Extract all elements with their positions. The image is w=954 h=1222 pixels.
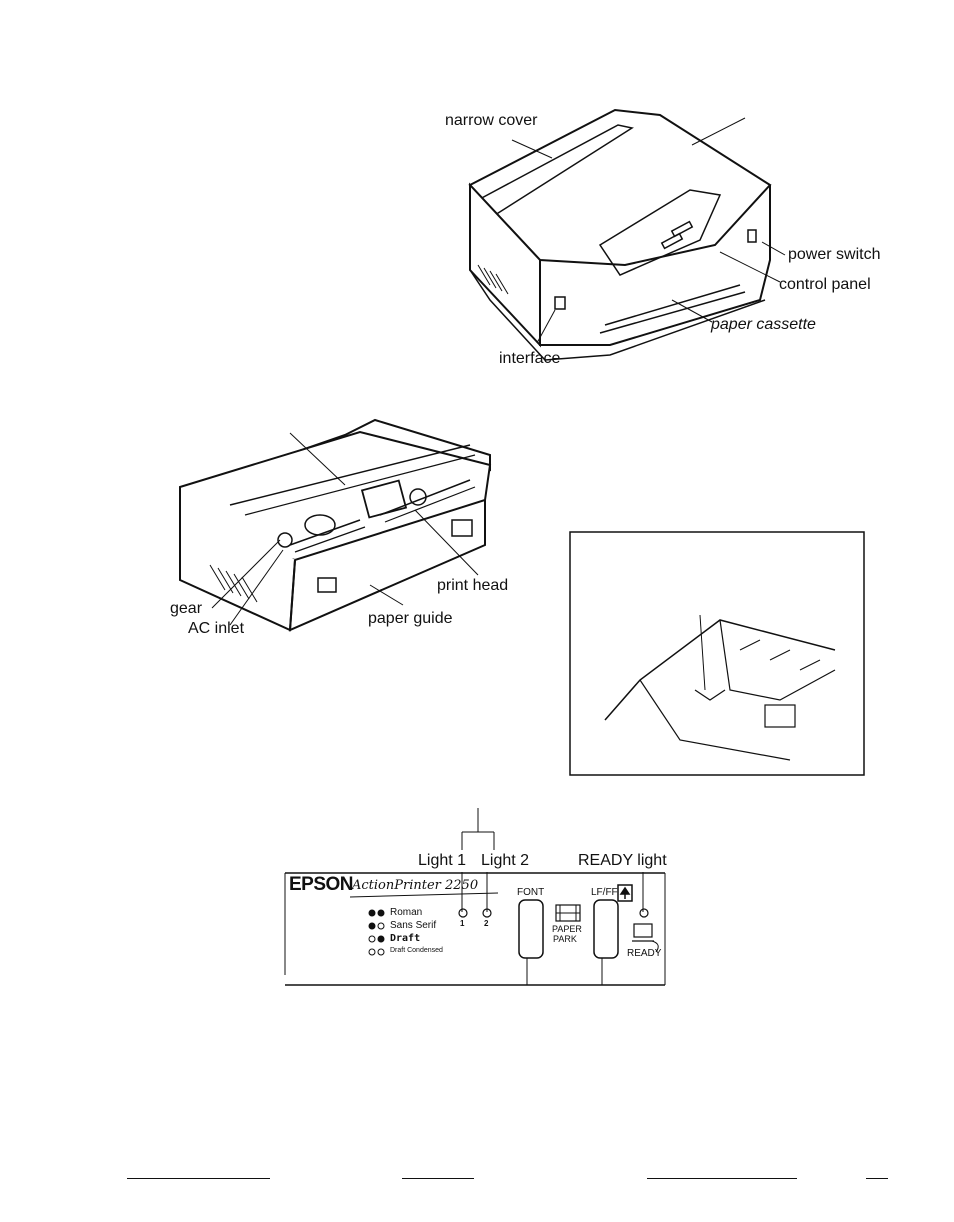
font-sans-serif: Sans Serif — [390, 920, 437, 931]
label-light-1: Light 1 — [418, 852, 467, 869]
middle-printer-illustration — [179, 418, 492, 632]
panel-model: ActionPrinter 2250 — [352, 878, 479, 893]
detail-inset — [569, 531, 865, 776]
font-draft: Draft — [390, 933, 421, 944]
label-print-head: print head — [437, 577, 509, 594]
lfff-button[interactable] — [594, 900, 618, 958]
label-light-2: Light 2 — [481, 852, 530, 869]
light-number-2: 2 — [484, 919, 489, 928]
light-number-1: 1 — [460, 919, 465, 928]
footer-rule-4 — [866, 1178, 888, 1179]
label-interface: interface — [499, 350, 561, 367]
label-power-switch: power switch — [788, 246, 881, 263]
control-panel-leaders — [461, 808, 644, 985]
top-printer-illustration — [468, 108, 786, 361]
paper-park-line-2: PARK — [553, 934, 577, 944]
paper-park-line-1: PAPER — [552, 924, 582, 934]
panel-brand: EPSON — [289, 874, 354, 895]
label-control-panel: control panel — [779, 276, 871, 293]
label-gear: gear — [170, 600, 203, 617]
ready-panel-label: READY — [627, 948, 662, 959]
footer-rule-1 — [127, 1178, 270, 1179]
control-panel-illustration — [284, 872, 666, 986]
font-button-label: FONT — [517, 887, 545, 898]
label-paper-guide: paper guide — [368, 610, 453, 627]
font-roman: Roman — [390, 907, 423, 918]
lfff-button-label: LF/FF — [591, 887, 618, 898]
font-draft-condensed: Draft Condensed — [390, 947, 443, 954]
label-paper-cassette: paper cassette — [711, 316, 816, 333]
label-ready-light: READY light — [578, 852, 667, 869]
footer-rule-3 — [647, 1178, 797, 1179]
label-narrow-cover: narrow cover — [445, 112, 538, 129]
footer-rule-2 — [402, 1178, 474, 1179]
font-button[interactable] — [519, 900, 543, 958]
label-ac-inlet: AC inlet — [188, 620, 245, 637]
